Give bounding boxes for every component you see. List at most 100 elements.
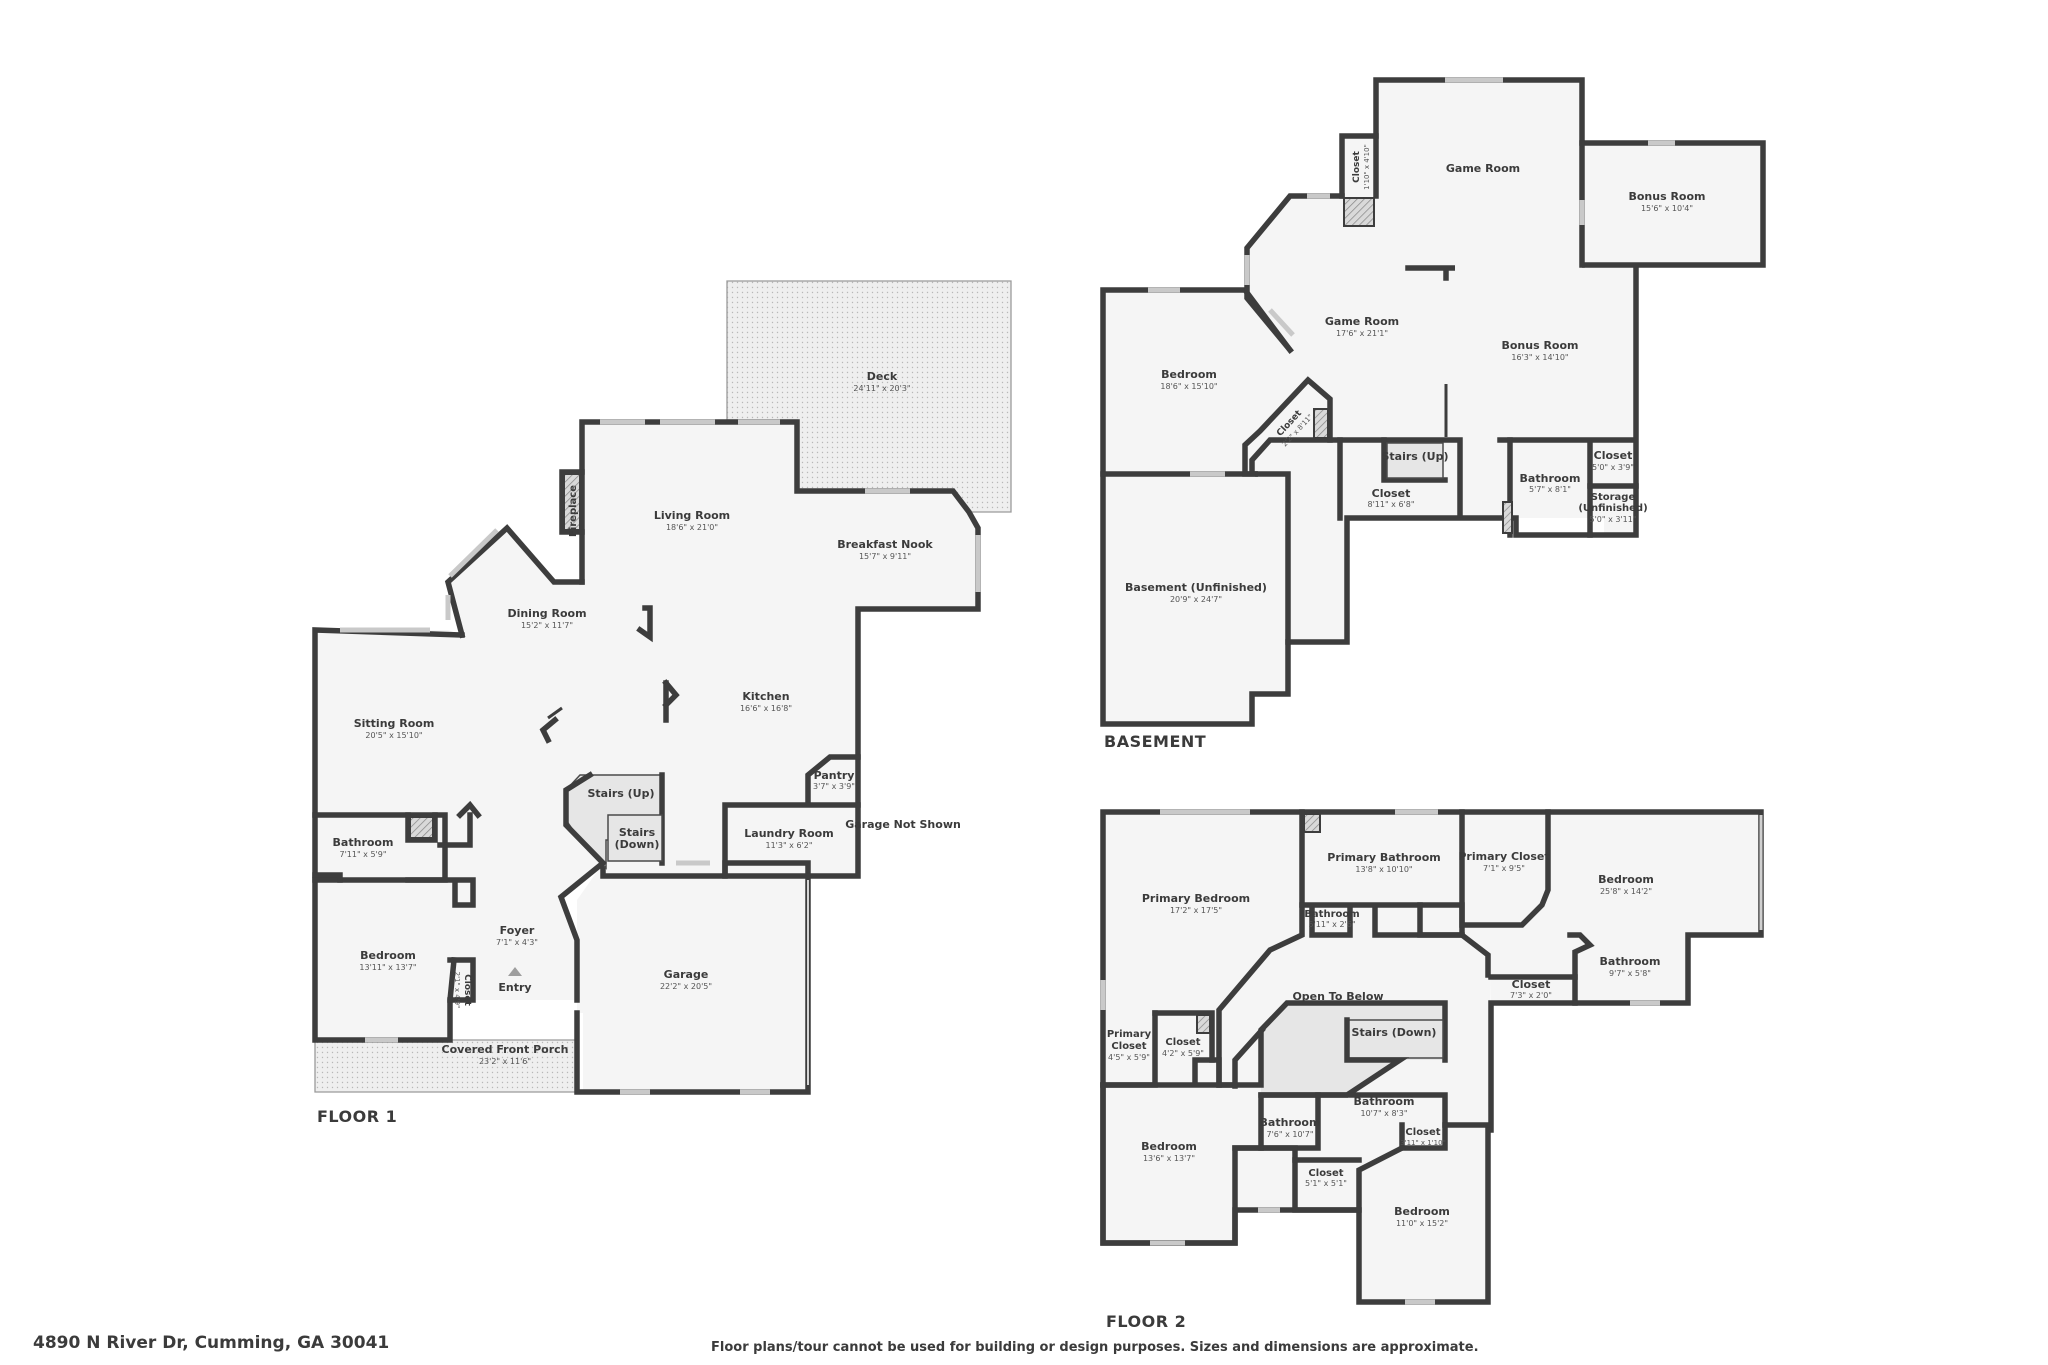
label-basement: BASEMENT (1104, 732, 1206, 751)
bathroom-mid-right (1315, 1092, 1491, 1128)
bath-hatch-b (1502, 501, 1513, 534)
label-primary-bathroom: Primary Bathroom (1327, 851, 1440, 864)
label-laundry-room: Laundry Room (744, 827, 833, 840)
dim-basement-closet-mid: 8'11" x 6'8" (1367, 500, 1414, 509)
stairs-room-wall (1327, 437, 1463, 518)
dim-pantry: 3'7" x 3'9" (813, 782, 855, 791)
property-address: 4890 N River Dr, Cumming, GA 30041 (33, 1333, 390, 1353)
dim-bonus-room: 16'3" x 14'10" (1511, 353, 1568, 362)
label-bedroom-left: Bedroom (1141, 1140, 1197, 1153)
closet-wall (437, 812, 473, 848)
label-closet-mid-small: Closet (1405, 1127, 1440, 1138)
basement-plan: Closet 1'10" x 4'10" Game Room Bonus Roo… (1100, 77, 1766, 751)
label-garage: Garage (664, 968, 709, 981)
bath-partition (405, 812, 438, 843)
label-pantry: Pantry (814, 769, 855, 782)
dim-garage: 22'2" x 20'5" (660, 982, 712, 991)
bathroom-lower-wall (1232, 1144, 1406, 1213)
dim-basement-bathroom: 5'7" x 8'1" (1529, 485, 1571, 494)
label-primary-bedroom: Primary Bedroom (1142, 892, 1250, 905)
floor-1-west-wall (444, 524, 585, 639)
dim-living-room: 18'6" x 21'0" (666, 523, 718, 532)
stairs-up-wall (1381, 437, 1448, 483)
label-floor-1: FLOOR 1 (317, 1107, 397, 1126)
basement-closet-diag (1242, 376, 1333, 477)
label-breakfast-nook: Breakfast Nook (837, 538, 933, 551)
label-storage-1: Storage (1591, 492, 1636, 503)
dim-kitchen: 16'6" x 16'8" (740, 704, 792, 713)
label-closet-lower: Closet (1308, 1168, 1343, 1179)
bath-nook (456, 800, 482, 819)
stairs-wall-2 (563, 771, 607, 867)
fireplace-wall (559, 469, 585, 535)
label-bonus-room-top: Bonus Room (1628, 190, 1705, 203)
basement-stairs-up (1386, 442, 1444, 479)
label-garage-not-shown: Garage Not Shown (845, 818, 961, 831)
left-closets-wall (1100, 1057, 1222, 1088)
dim-bathroom: 7'11" x 5'9" (339, 850, 386, 859)
label-basement-closet-top: Closet (1352, 150, 1362, 182)
dim-bedroom-right: 25'8" x 14'2" (1600, 887, 1652, 896)
label-bathroom-right: Bathroom (1600, 955, 1661, 968)
stairs-down (607, 814, 663, 862)
label-floor-2: FLOOR 2 (1106, 1312, 1186, 1331)
fireplace-hatch (563, 473, 581, 531)
closet-entry-wall (447, 957, 476, 1003)
dim-closet-right: 7'3" x 2'0" (1510, 991, 1552, 1000)
floor-2-plan: Primary Bedroom 17'2" x 17'5" Primary Ba… (1100, 809, 1764, 1331)
floor-1-plan: Deck 24'11" x 20'3" Living Room 18'6" x … (312, 280, 1012, 1126)
bedroom-right-wall (1458, 931, 1491, 978)
label-dining-room: Dining Room (507, 607, 586, 620)
label-kitchen: Kitchen (742, 690, 789, 703)
label-entry: Entry (498, 981, 531, 994)
label-foyer: Foyer (500, 924, 535, 937)
kitchen-island-2 (662, 679, 680, 709)
label-deck: Deck (867, 370, 898, 383)
label-closet-f1: Closet (462, 974, 472, 1006)
dim-sitting-room: 20'5" x 15'10" (365, 731, 422, 740)
dim-game-room: 17'6" x 21'1" (1336, 329, 1388, 338)
label-basement-closet-mid: Closet (1372, 487, 1411, 500)
stairwell-wall (1216, 1000, 1448, 1088)
dim-bedroom-f1: 13'11" x 13'7" (359, 963, 416, 972)
dim-primary-closet-left: 4'5" x 5'9" (1108, 1053, 1150, 1062)
sitting-divider (539, 716, 559, 744)
label-bedroom-f1: Bedroom (360, 949, 416, 962)
bedroom-bottom-bath (312, 872, 343, 883)
label-bathroom-lower: Bathroom (1260, 1116, 1321, 1129)
dim-bonus-room-top: 15'6" x 10'4" (1641, 204, 1693, 213)
label-storage-2: (Unfinished) (1578, 503, 1647, 514)
label-game-room: Game Room (1325, 315, 1399, 328)
basement-closet-top (1339, 133, 1379, 199)
dim-bedroom-lower: 11'0" x 15'2" (1396, 1219, 1448, 1228)
dim-basement-closet-top: 1'10" x 4'10" (1363, 144, 1371, 190)
label-basement-bedroom: Bedroom (1161, 368, 1217, 381)
dim-breakfast-nook: 15'7" x 9'11" (859, 552, 911, 561)
label-basement-bathroom: Bathroom (1520, 472, 1581, 485)
entry-arrow (508, 967, 522, 976)
dining-partition (547, 706, 563, 720)
label-bathroom-small: Bathroom (1304, 909, 1359, 920)
dim-dining-room: 15'2" x 11'7" (521, 621, 573, 630)
bathroom-mid-wall (1258, 1092, 1321, 1151)
label-bathroom-mid: Bathroom (1354, 1095, 1415, 1108)
basement-outer-wall (1100, 77, 1766, 727)
label-sitting-room: Sitting Room (354, 717, 435, 730)
dim-bedroom-left: 13'6" x 13'7" (1143, 1154, 1195, 1163)
dim-primary-closet-top: 7'1" x 9'5" (1483, 864, 1525, 873)
bedroom-wall (312, 877, 476, 908)
closet-mid-small-wall (1399, 1122, 1448, 1151)
primary-bath-hatch (1303, 813, 1321, 833)
label-stairs-up: Stairs (Up) (587, 787, 654, 800)
basement-fill (1103, 80, 1763, 724)
closet-left-wall (1152, 1010, 1215, 1063)
primary-bath-nook (1417, 902, 1465, 938)
label-bedroom-right: Bedroom (1598, 873, 1654, 886)
dim-storage: 5'0" x 3'11" (1589, 515, 1636, 524)
dim-foyer: 7'1" x 4'3" (496, 938, 538, 947)
primary-closet-top-wall (1459, 809, 1551, 928)
label-basement-closet-right: Closet (1594, 449, 1633, 462)
floor-1-fill (315, 422, 978, 1040)
disclaimer-text: Floor plans/tour cannot be used for buil… (711, 1340, 1479, 1355)
